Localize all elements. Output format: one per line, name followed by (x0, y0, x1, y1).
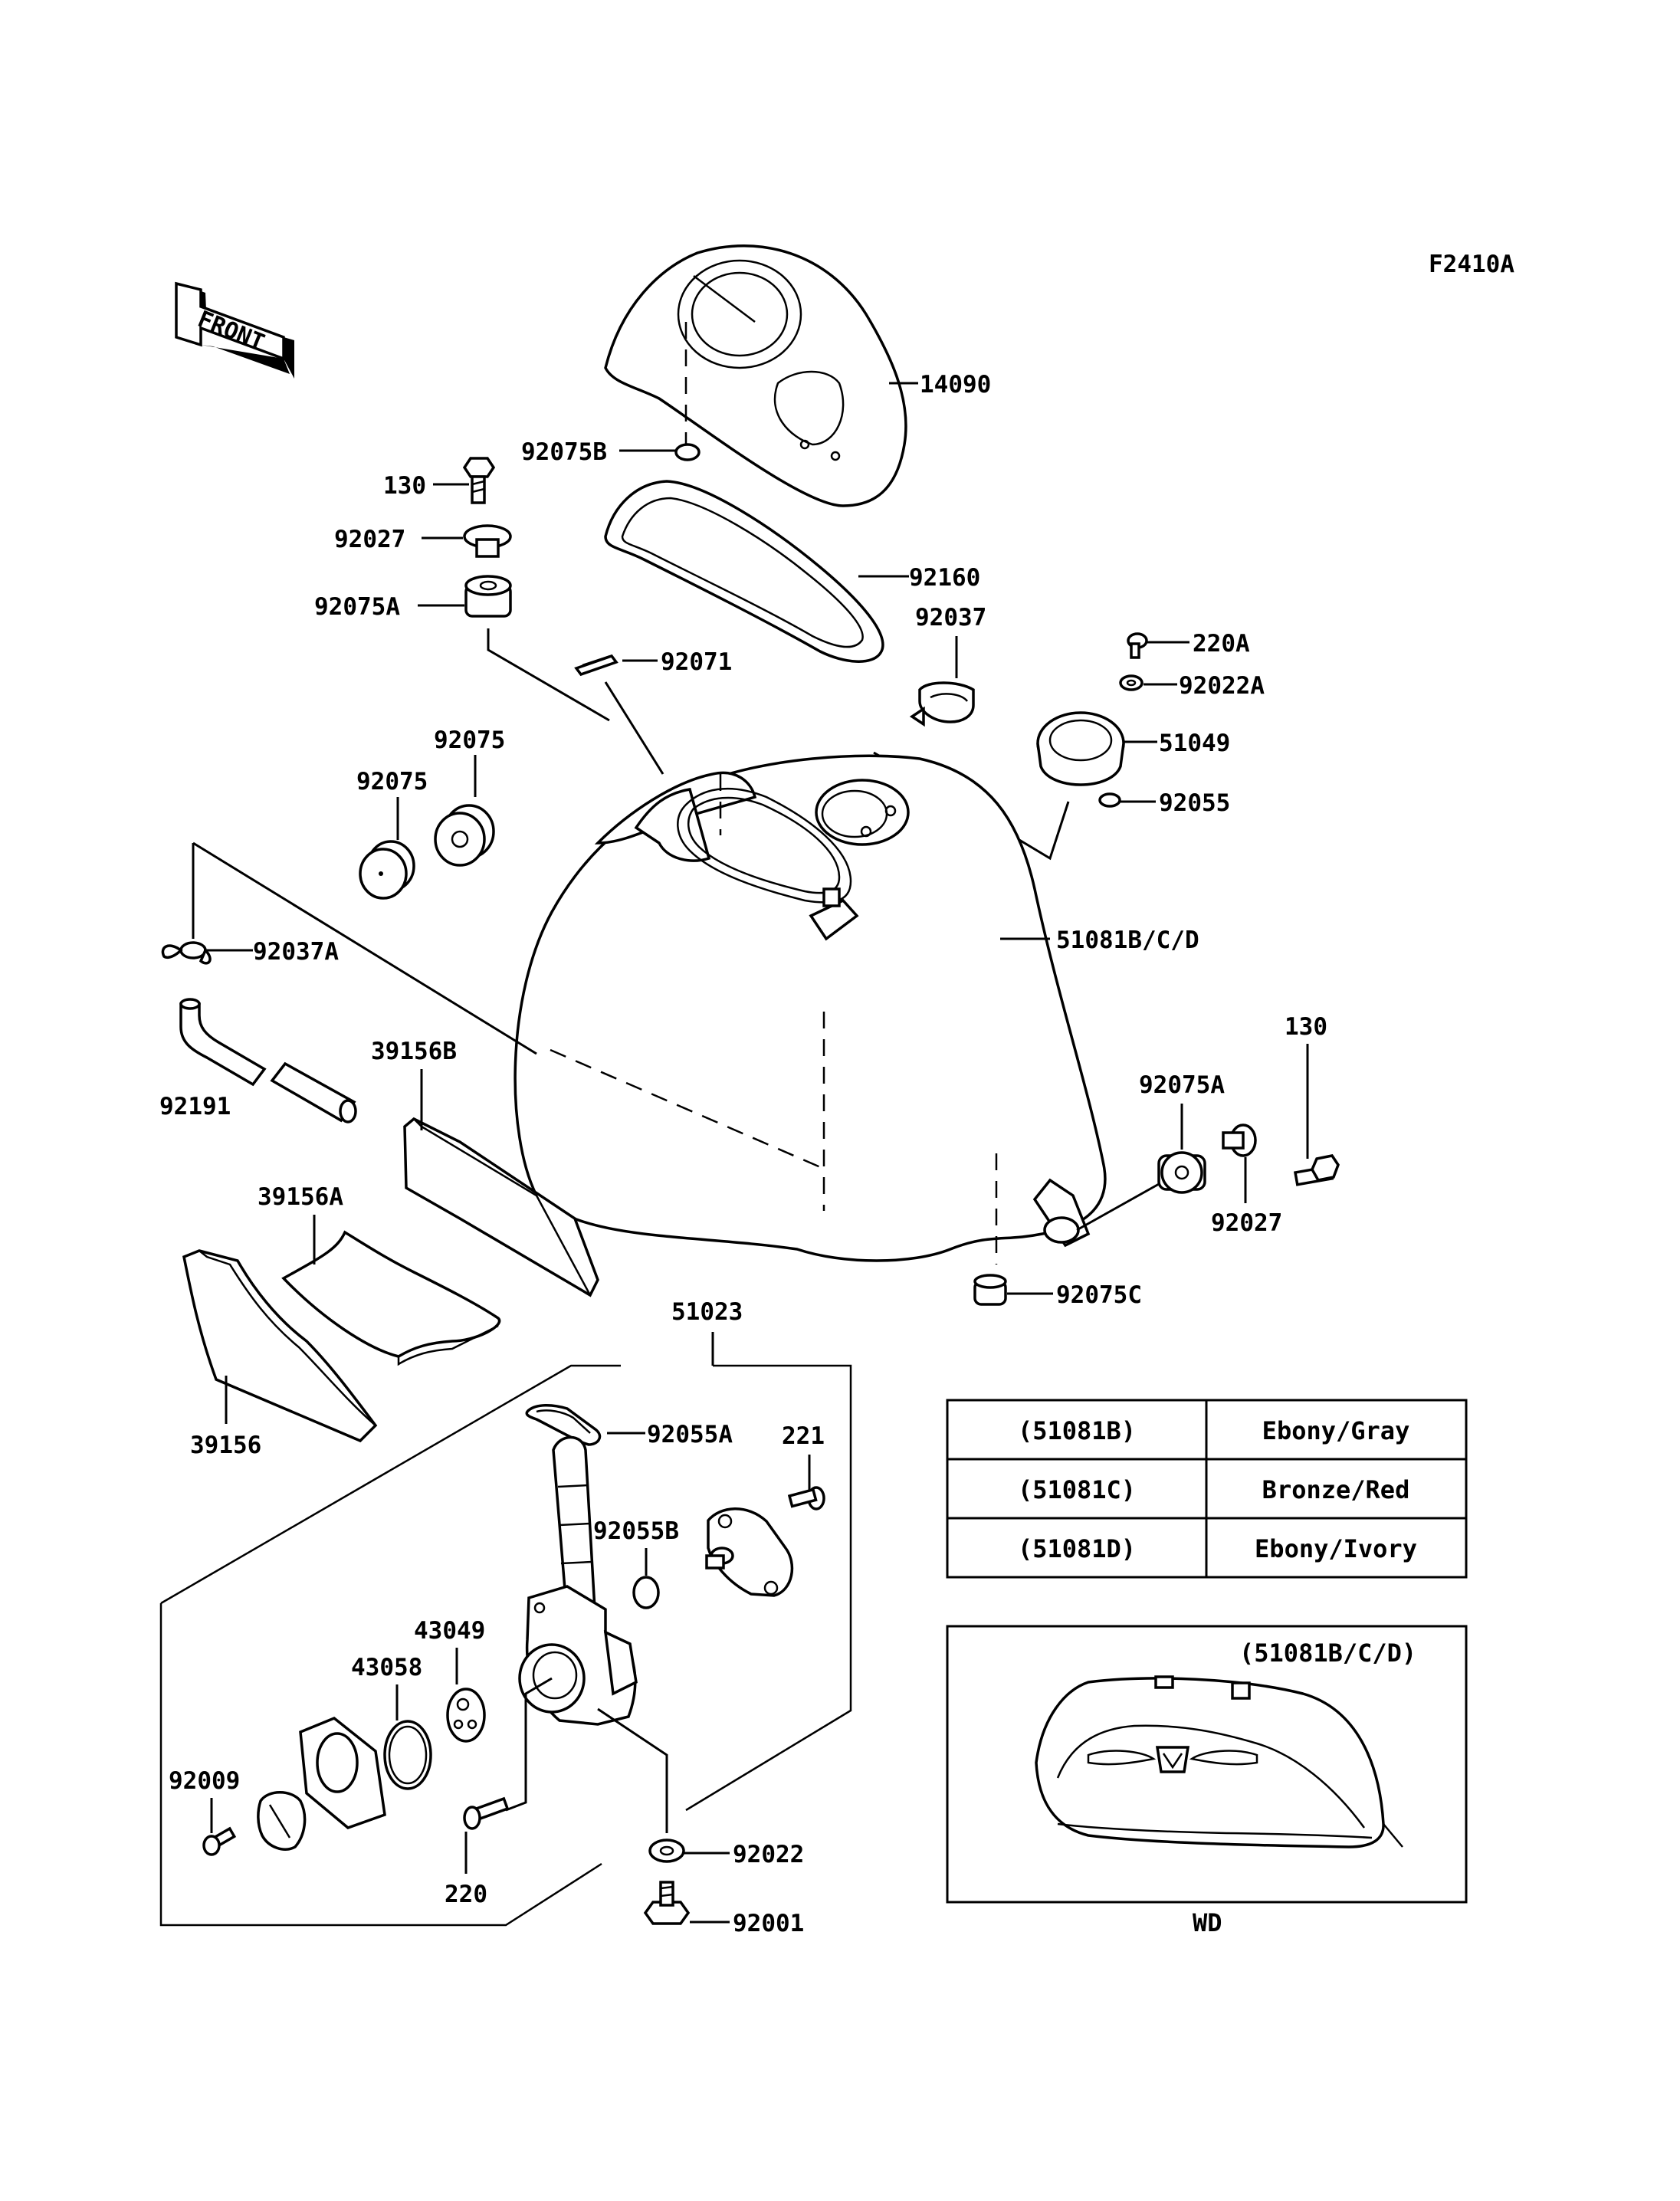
table-row-3-code: (51081D) (1018, 1534, 1136, 1563)
label-130-top: 130 (383, 472, 426, 500)
lever-knob-part (257, 1791, 307, 1851)
table-row-1-code: (51081B) (1018, 1416, 1136, 1445)
label-51023: 51023 (671, 1298, 743, 1326)
variant-box: (51081B/C/D) WD (946, 1625, 1468, 1937)
damper-92075a-top-part (464, 575, 512, 618)
table-row-2-color: Bronze/Red (1262, 1475, 1410, 1504)
label-92022: 92022 (733, 1841, 804, 1868)
label-92075a-top: 92075A (314, 593, 400, 621)
screw-220-part (463, 1796, 510, 1830)
label-92027-top: 92027 (334, 526, 405, 553)
clip-92071-part (574, 654, 619, 677)
damper-92075-left-part (359, 840, 415, 900)
washer-92022-part (648, 1839, 685, 1863)
label-51081bcd: 51081B/C/D (1056, 927, 1199, 954)
collar-92027-top-part (463, 524, 512, 558)
label-92191: 92191 (159, 1093, 231, 1120)
oring-43058-part (383, 1720, 432, 1790)
fuel-tap-body-part (518, 1435, 638, 1726)
meter-cover-part (604, 244, 907, 507)
pad-39156-part (182, 1249, 378, 1443)
damper-92075a-right-part (1157, 1151, 1206, 1194)
label-92037: 92037 (915, 604, 986, 631)
label-43058: 43058 (351, 1654, 422, 1681)
filter-cover-plate-part (705, 1507, 794, 1597)
label-92075c: 92075C (1056, 1281, 1142, 1309)
washer-92022a-part (1119, 674, 1144, 691)
oring-92055-part (1098, 792, 1121, 808)
gasket-92055a-part (525, 1404, 602, 1446)
lever-plate-part (299, 1716, 386, 1829)
label-92027-right: 92027 (1211, 1209, 1282, 1237)
table-row-3-color: Ebony/Ivory (1255, 1534, 1417, 1563)
label-92071: 92071 (661, 648, 732, 676)
label-14090: 14090 (920, 371, 991, 399)
table-row-2-code: (51081C) (1018, 1475, 1136, 1504)
color-table: (51081B) Ebony/Gray (51081C) Bronze/Red … (946, 1399, 1468, 1579)
variant-title: (51081B/C/D) (1239, 1638, 1416, 1668)
front-arrow-icon: FRONT (175, 281, 294, 379)
gasket-43049-part (446, 1688, 486, 1743)
oring-92055b-part (632, 1576, 660, 1609)
screw-221-part (787, 1486, 825, 1511)
label-39156a: 39156A (258, 1183, 343, 1211)
pad-39156b-part (403, 1117, 599, 1297)
label-92022a: 92022A (1179, 672, 1265, 700)
label-220: 220 (445, 1881, 487, 1908)
screw-220a-part (1127, 632, 1148, 659)
label-92075-2: 92075 (356, 768, 428, 795)
pad-39156a-part (281, 1230, 501, 1366)
label-92075b: 92075B (521, 438, 607, 466)
label-92075a-right: 92075A (1139, 1071, 1225, 1099)
collar-92027-right-part (1222, 1123, 1257, 1157)
clamp-92037-part (909, 681, 975, 727)
label-221: 221 (782, 1422, 825, 1450)
screw-92009-part (202, 1826, 237, 1856)
label-92001: 92001 (733, 1910, 804, 1937)
label-92055a: 92055A (647, 1421, 733, 1448)
variant-caption: WD (1193, 1908, 1222, 1937)
front-arrow-label: FRONT (194, 306, 268, 356)
label-92037a: 92037A (253, 938, 339, 966)
diagram-code: F2410A (1429, 251, 1514, 278)
clip-92037a-part (161, 941, 212, 965)
label-92055: 92055 (1159, 789, 1230, 817)
label-51049: 51049 (1159, 730, 1230, 757)
bolt-92001-part (643, 1881, 691, 1925)
fuel-cap-51049-part (1036, 711, 1125, 786)
grommet-92075b-part (674, 443, 701, 461)
label-130-right: 130 (1285, 1013, 1327, 1041)
table-row-1-color: Ebony/Gray (1262, 1416, 1410, 1445)
damper-92075-right-part (434, 804, 495, 867)
label-92009: 92009 (169, 1767, 240, 1795)
hose-92191-part (179, 998, 357, 1123)
label-92055b: 92055B (593, 1517, 679, 1545)
bolt-130-top-part (462, 457, 496, 504)
grommet-92075c-part (973, 1274, 1007, 1306)
gasket-92160-part (604, 480, 884, 663)
label-39156: 39156 (190, 1432, 261, 1459)
label-220a: 220A (1193, 630, 1250, 658)
label-92160: 92160 (909, 564, 980, 592)
bolt-130-right-part (1293, 1154, 1340, 1186)
label-92075-1: 92075 (434, 727, 505, 754)
tank-side-view-part (1035, 1675, 1403, 1848)
fuel-tank-51081-part (514, 754, 1107, 1265)
label-43049: 43049 (414, 1617, 485, 1645)
label-39156b: 39156B (371, 1038, 457, 1065)
